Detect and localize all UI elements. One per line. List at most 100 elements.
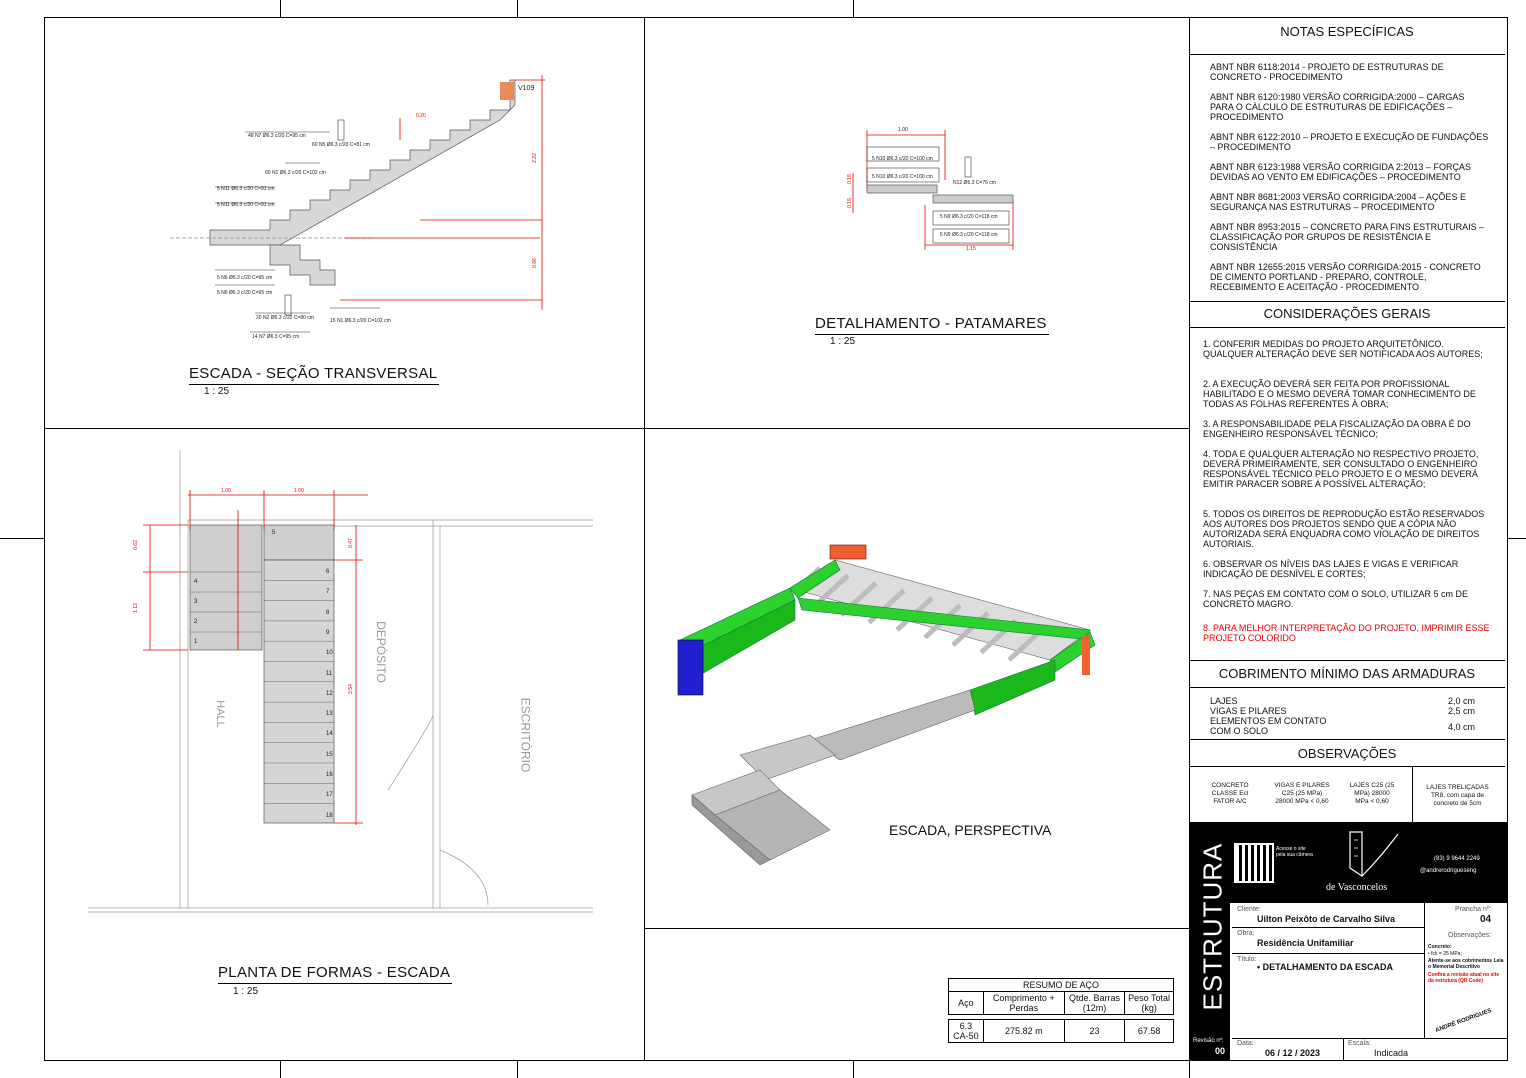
steel-cell-comp: 275.82 m bbox=[982, 1019, 1065, 1043]
obs-fck: • fck = 25 MPa; bbox=[1428, 951, 1462, 957]
label-n7-top: 48 N7 Ø6.3 c/20 C=95 cm bbox=[248, 133, 306, 139]
pat-n9b: 5 N9 Ø6.3 c/20 C=118 cm bbox=[940, 232, 998, 238]
notas-rule bbox=[1189, 54, 1505, 55]
pat-n10a: 5 N10 Ø6.3 c/20 C=100 cm bbox=[872, 156, 933, 162]
label-n6a: 5 N6 Ø6.3 c/20 C=95 cm bbox=[217, 275, 273, 281]
step-number: 11 bbox=[326, 670, 333, 677]
plan-dim-a: 1.00 bbox=[221, 488, 231, 494]
obra-label: Obra: bbox=[1237, 930, 1255, 937]
consideracao-item: 6. OBSERVAR OS NÍVEIS DAS LAJES E VIGAS … bbox=[1203, 559, 1459, 579]
stair-perspective-drawing bbox=[677, 544, 1096, 866]
step-5: 5 bbox=[272, 530, 276, 536]
cob-lajes-label: LAJES bbox=[1210, 696, 1238, 706]
consideracao-item: 1. CONFERIR MEDIDAS DO PROJETO ARQUITETÔ… bbox=[1203, 339, 1483, 359]
cob-rule-top bbox=[1189, 660, 1505, 661]
step-number: 4 bbox=[194, 579, 198, 585]
brand-name: de Vasconcelos bbox=[1326, 882, 1388, 893]
obs-divider bbox=[1412, 766, 1413, 822]
phone: (83) 9 9644 2249 bbox=[1434, 856, 1480, 862]
nota-item: ABNT NBR 8953:2015 – CONCRETO PARA FINS … bbox=[1210, 222, 1485, 252]
step-number: 15 bbox=[326, 751, 333, 758]
nota-item: ABNT NBR 6122:2010 – PROJETO E EXECUÇÃO … bbox=[1210, 132, 1489, 152]
steel-header-qtde: Qtde. Barras (12m) bbox=[1063, 991, 1126, 1015]
tick-top-3 bbox=[853, 0, 854, 17]
titulo-value: • DETALHAMENTO DA ESCADA bbox=[1257, 962, 1393, 972]
divider-v2 bbox=[1189, 17, 1190, 1061]
tb-rule-3 bbox=[1232, 1038, 1507, 1039]
consideracao-item: 2. A EXECUÇÃO DEVERÁ SER FEITA POR PROFI… bbox=[1203, 379, 1476, 409]
consideracao-item: 5. TODOS OS DIREITOS DE REPRODUÇÃO ESTÃO… bbox=[1203, 509, 1485, 549]
step-number: 16 bbox=[326, 772, 333, 778]
obs-rule-top bbox=[1189, 739, 1505, 740]
divider-h2 bbox=[644, 928, 1189, 929]
obra-value: Residência Unifamiliar bbox=[1257, 938, 1354, 948]
prancha-value: 04 bbox=[1480, 914, 1492, 925]
nota-item: ABNT NBR 8681:2003 VERSÃO CORRIGIDA:2004… bbox=[1210, 192, 1466, 212]
brand-logo-icon bbox=[1349, 831, 1399, 878]
cons-rule bbox=[1189, 327, 1505, 328]
pat-dim-015b: 0.15 bbox=[846, 198, 853, 208]
plan-dim-112: 1.12 bbox=[132, 603, 139, 613]
revisao-label: Revisão nº: bbox=[1193, 1038, 1224, 1044]
cob-vigas-label: VIGAS E PILARES bbox=[1210, 706, 1287, 716]
label-n1: 60 N1 Ø6.3 c/20 C=102 cm bbox=[265, 170, 326, 176]
steel-summary-table: RESUMO DE AÇO Aço Comprimento + Perdas Q… bbox=[948, 978, 1174, 1043]
qr-code-icon bbox=[1234, 843, 1274, 883]
label-n6b: 5 N6 Ø6.3 c/20 C=95 cm bbox=[217, 290, 273, 296]
step-number: 3 bbox=[194, 599, 198, 605]
obs-concreto: Concreto: bbox=[1428, 944, 1452, 950]
consideracao-item: 3. A RESPONSABILIDADE PELA FISCALIZAÇÃO … bbox=[1203, 419, 1471, 439]
instagram: @andrerodrigueseng bbox=[1420, 868, 1477, 874]
room-escritorio: ESCRITÓRIO bbox=[518, 697, 533, 773]
vertical-estrutura: ESTRUTURA bbox=[1197, 842, 1228, 1011]
room-deposito: DEPÓSITO bbox=[373, 621, 388, 683]
tick-left bbox=[0, 538, 44, 539]
cob-lajes-value: 2,0 cm bbox=[1447, 696, 1475, 706]
prancha-label: Prancha nº: bbox=[1455, 906, 1492, 913]
escala-value: Indicada bbox=[1374, 1048, 1409, 1058]
tick-bot-2 bbox=[517, 1061, 518, 1078]
scale-planta: 1 : 25 bbox=[233, 986, 259, 997]
step-number: 14 bbox=[326, 731, 333, 738]
room-hall: HALL bbox=[213, 700, 226, 728]
obs-col1: CONCRETO CLASSE Ecl FATOR A/C bbox=[1211, 782, 1249, 805]
step-number: 10 bbox=[326, 650, 333, 657]
scale-secao: 1 : 25 bbox=[204, 386, 230, 397]
step-number: 2 bbox=[194, 619, 198, 625]
stair-section-drawing bbox=[170, 75, 545, 333]
plan-dim-062: 0.62 bbox=[132, 540, 139, 550]
landing-detail-drawing bbox=[852, 130, 1014, 250]
cliente-value: Uilton Peixôto de Carvalho Silva bbox=[1257, 914, 1396, 924]
label-n2: 20 N2 Ø6.3 c/20 C=80 cm bbox=[256, 315, 314, 321]
step-number: 13 bbox=[326, 711, 333, 718]
tb-col-div-2 bbox=[1343, 1038, 1344, 1060]
obs-col2: VIGAS E PILARES C25 (25 MPa) 28000 MPa <… bbox=[1274, 782, 1330, 805]
notas-title: NOTAS ESPECÍFICAS bbox=[1280, 24, 1414, 39]
cob-solo-label: ELEMENTOS EM CONTATO COM O SOLO bbox=[1210, 716, 1327, 736]
tick-top-2 bbox=[517, 0, 518, 17]
escala-label: Escala: bbox=[1348, 1040, 1371, 1047]
qr-text: Acesse o site pela sua câmera bbox=[1276, 846, 1313, 858]
sheet-border bbox=[44, 17, 1508, 1061]
data-value: 06 / 12 / 2023 bbox=[1265, 1048, 1321, 1058]
pat-n12: N12 Ø6.3 C=76 cm bbox=[953, 180, 996, 186]
steel-header-comp: Comprimento + Perdas bbox=[982, 991, 1065, 1015]
step-number: 9 bbox=[326, 629, 330, 636]
pat-dim-top: 1.00 bbox=[898, 127, 908, 133]
plan-dim-354: 3.54 bbox=[347, 684, 354, 694]
tick-top-1 bbox=[280, 0, 281, 17]
obs-label: Observações: bbox=[1448, 932, 1492, 939]
scale-patamares: 1 : 25 bbox=[830, 336, 856, 347]
pat-n9a: 5 N9 Ø6.3 c/20 C=118 cm bbox=[940, 214, 998, 220]
cob-vigas-value: 2,5 cm bbox=[1447, 706, 1475, 716]
consideracao-item: 7. NAS PEÇAS EM CONTATO COM O SOLO, UTIL… bbox=[1203, 589, 1469, 609]
pat-dim-bot: 1.15 bbox=[966, 246, 976, 252]
tb-rule-1 bbox=[1232, 927, 1424, 928]
stair-plan-drawing bbox=[88, 450, 593, 913]
nota-item: ABNT NBR 6120:1980 VERSÃO CORRIGIDA:2000… bbox=[1210, 92, 1465, 122]
tick-right bbox=[1508, 538, 1526, 539]
plan-dim-047: 0.47 bbox=[347, 538, 354, 548]
cliente-label: Cliente: bbox=[1237, 906, 1261, 913]
cob-rule bbox=[1189, 687, 1505, 688]
title-perspectiva: ESCADA, PERSPECTIVA bbox=[889, 822, 1052, 838]
